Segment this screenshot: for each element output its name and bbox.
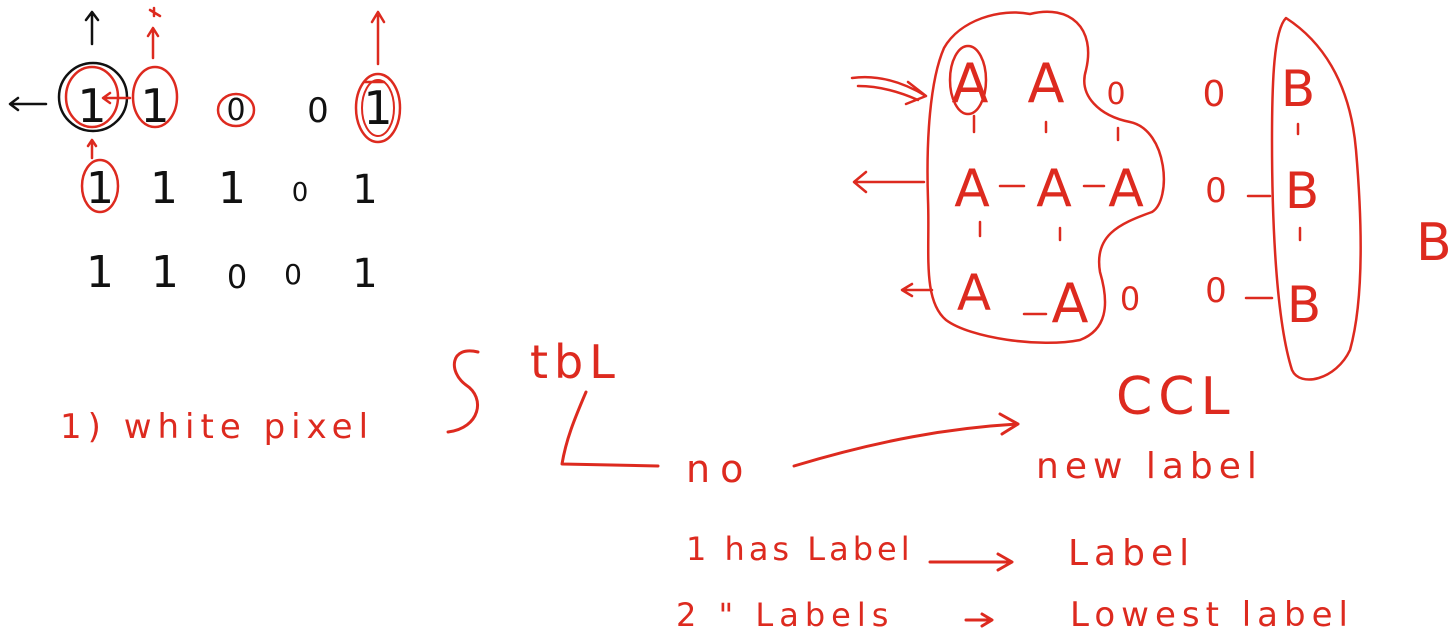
- grid-right-cell: 0: [1203, 74, 1226, 115]
- grid-left-cell: 1: [151, 247, 179, 298]
- grid-left-cell: 1: [86, 247, 114, 298]
- grid-left-cell: 1: [352, 167, 377, 213]
- grid-right-cell: A: [954, 159, 990, 219]
- rule1-result: Label: [1068, 533, 1195, 574]
- up-arrow-icon: [86, 138, 98, 160]
- grid-left-cell: 0: [292, 178, 309, 208]
- rule2-text: 2 " Labels: [676, 596, 894, 634]
- left-arrow-icon: [8, 96, 48, 112]
- no-label: no: [686, 447, 753, 491]
- ccl-caption: CCL: [1116, 367, 1236, 427]
- grid-right-cell: A: [957, 264, 991, 322]
- grid-left-cell: 1: [150, 163, 178, 214]
- neighbor-circle: [131, 65, 179, 129]
- grid-left-cell: 0: [284, 258, 302, 291]
- grid-left-cell: 0: [227, 258, 247, 296]
- neighbor-circle: [216, 92, 256, 128]
- tbl-label: tbL: [530, 335, 621, 389]
- right-arrow-icon: [928, 552, 1014, 572]
- grid-right-cell: B: [1281, 60, 1315, 118]
- up-arrow-icon: [84, 10, 100, 46]
- labeled-grid-right: A A 0 0 B A A A 0 B A A 0 0 B B CCL: [952, 52, 1452, 427]
- grid-left-cell: 1: [218, 163, 246, 214]
- start-pixel-circle: [948, 44, 988, 116]
- grid-right-cell: B: [1285, 162, 1319, 220]
- grid-right-cell: B: [1287, 276, 1321, 334]
- grid-right-cell: A: [1028, 52, 1065, 115]
- curved-arrow-icon: [792, 412, 1020, 468]
- neighbor-circle: [361, 79, 395, 137]
- up-arrow-icon: [146, 26, 160, 60]
- step1-label: 1) white pixel: [60, 407, 374, 447]
- neighbor-circle: [354, 72, 402, 144]
- binary-grid-left: 1 1 0 0 1 1 1 1 0 1 1 1 0 0 1: [77, 79, 392, 298]
- grid-right-cell: A: [1108, 159, 1144, 219]
- grid-left-cell: 1: [86, 163, 114, 214]
- left-arrow-icon: [852, 170, 926, 194]
- region-a-outline: [926, 10, 1166, 345]
- up-arrow-icon: [148, 6, 162, 18]
- bracket-line: [560, 390, 660, 468]
- rule2-result: Lowest label: [1070, 595, 1354, 635]
- region-b-outline: [1270, 16, 1362, 381]
- region-b-label: B: [1416, 213, 1452, 273]
- entry-arrow-icon: [850, 75, 928, 106]
- up-arrow-icon: [370, 10, 386, 66]
- grid-right-cell: 0: [1205, 271, 1227, 311]
- grid-right-cell: A: [1036, 159, 1072, 219]
- grid-right-cell: A: [1052, 272, 1089, 335]
- grid-left-cell: 0: [307, 91, 329, 131]
- left-arrow-icon: [900, 282, 934, 298]
- neighbor-circle: [80, 158, 120, 214]
- left-grid-annotations: [8, 6, 402, 214]
- right-grid-annotations: [850, 10, 1362, 381]
- rule1-text: 1 has Label: [686, 530, 914, 568]
- left-arrow-icon: [101, 91, 132, 105]
- grid-left-cell: 1: [363, 81, 392, 135]
- right-arrow-icon: [964, 612, 994, 628]
- new-label-text: new label: [1036, 446, 1263, 487]
- grid-left-cell: 0: [226, 93, 245, 128]
- curly-brace: [446, 349, 480, 434]
- grid-right-cell: 0: [1120, 280, 1140, 318]
- notes: 1) white pixel tbL no new label 1 has La…: [60, 335, 1354, 635]
- grid-left-cell: 1: [352, 251, 377, 297]
- grid-right-cell: 0: [1205, 171, 1227, 211]
- grid-right-cell: 0: [1106, 77, 1125, 112]
